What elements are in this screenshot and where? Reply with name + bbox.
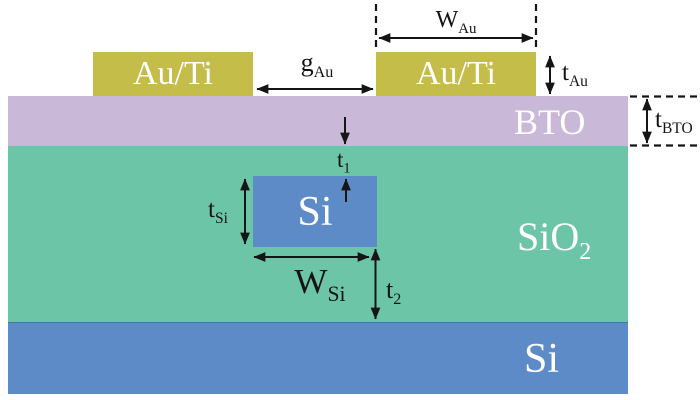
si-substrate-layer [8, 322, 628, 394]
right-electrode: Au/Ti [376, 52, 536, 96]
g-au-label: gAu [300, 48, 334, 82]
right-electrode-label: Au/Ti [415, 55, 497, 92]
t-bto-label: tBTO [655, 106, 693, 137]
t2-label: t2 [386, 275, 402, 309]
w-si-label: WSi [294, 262, 346, 306]
t1-label: t1 [337, 147, 351, 177]
si-waveguide: Si [253, 176, 377, 247]
sio2-layer-label: SiO2 [517, 214, 592, 265]
bto-layer-label: BTO [514, 102, 586, 142]
si-substrate-layer-label: Si [524, 336, 560, 382]
t-si-label: tSi [208, 196, 228, 227]
left-electrode-label: Au/Ti [132, 55, 214, 92]
left-electrode: Au/Ti [93, 52, 253, 96]
si-waveguide-label: Si [297, 188, 333, 235]
w-au-label: WAu [435, 7, 477, 37]
bto-layer [8, 96, 628, 146]
t-au-label: tAu [562, 59, 588, 90]
